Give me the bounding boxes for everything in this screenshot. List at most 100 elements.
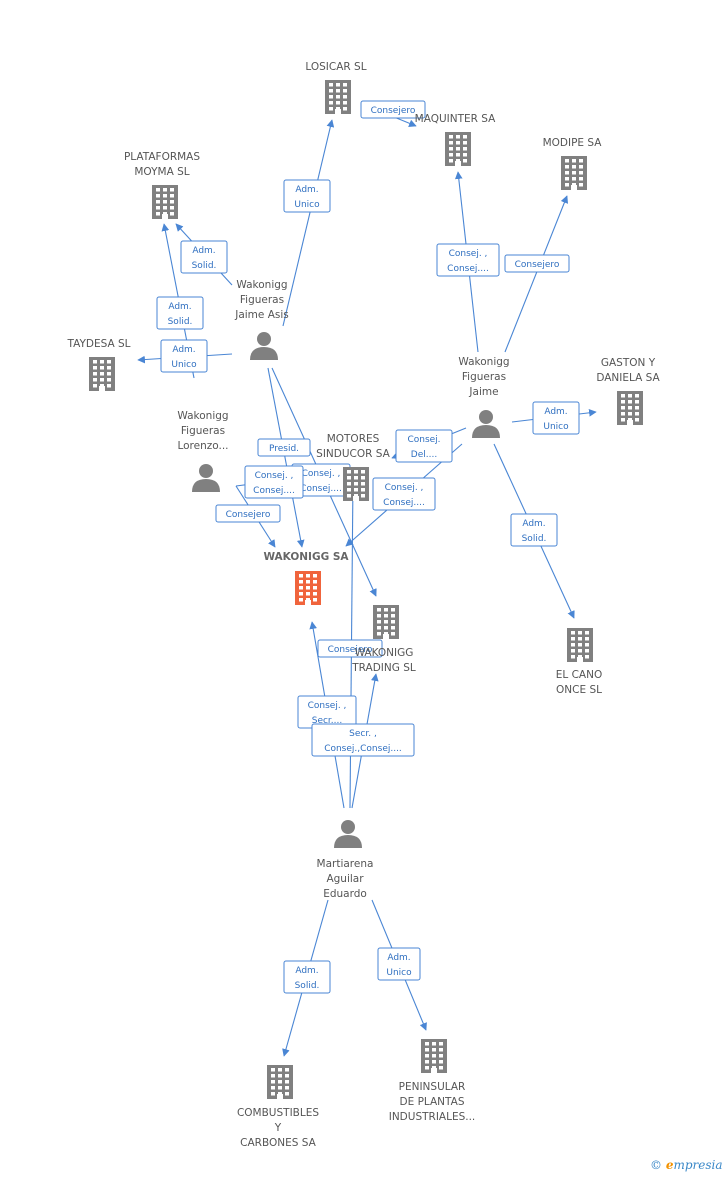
empresia-logo[interactable]: © empresia — [650, 1158, 723, 1172]
edge-label-box — [311, 723, 415, 757]
edge-label-text: Consejero — [226, 510, 271, 520]
edge-label-text: Consej. , — [449, 249, 488, 259]
building-icon[interactable] — [373, 605, 399, 639]
edge-label-box — [257, 438, 311, 457]
edge-label-box — [283, 960, 331, 994]
edge-label-box — [504, 254, 570, 273]
node-label: DE PLANTAS — [400, 1096, 465, 1108]
edge-label-p_eduardo-peninsular[interactable]: Adm.Unico — [377, 947, 421, 981]
node-wakonigg_sa[interactable]: WAKONIGG SA — [263, 551, 349, 605]
node-label: WAKONIGG SA — [263, 551, 349, 563]
node-label: CARBONES SA — [240, 1137, 316, 1149]
node-modipe[interactable]: MODIPE SA — [543, 137, 603, 190]
node-taydesa[interactable]: TAYDESA SL — [67, 338, 131, 391]
edge-label-p_jaime_asis-losicar[interactable]: Adm.Unico — [283, 179, 331, 213]
edge-label-box — [510, 513, 558, 547]
edge-label-box — [244, 465, 304, 499]
edge-label-text: Unico — [543, 422, 569, 432]
building-icon[interactable] — [295, 571, 321, 605]
edge-label-text: Solid. — [295, 981, 320, 991]
edge-label-box — [180, 240, 228, 274]
node-label: Y — [274, 1122, 282, 1134]
edge-label-p_eduardo-wakonigg_sa[interactable]: Consej. ,Secr.... — [297, 695, 357, 729]
edge-label-text: Solid. — [192, 261, 217, 271]
node-p_lorenzo[interactable]: WakoniggFiguerasLorenzo... — [177, 410, 229, 492]
edge-label-text: Unico — [386, 968, 412, 978]
node-label: Wakonigg — [236, 279, 287, 291]
node-maquinter[interactable]: MAQUINTER SA — [415, 113, 497, 166]
edge-label-text: Consej. — [407, 435, 440, 445]
node-label: Figueras — [181, 425, 225, 437]
node-combustibles[interactable]: COMBUSTIBLES Y CARBONES SA — [237, 1065, 319, 1149]
edge-label-text: Consejero — [371, 106, 416, 116]
brand-initial: e — [665, 1158, 674, 1172]
building-icon[interactable] — [343, 467, 369, 501]
building-icon[interactable] — [325, 80, 351, 114]
edge-label-text: Consej. , — [308, 701, 347, 711]
edge-label-box — [377, 947, 421, 981]
edge-label-p_eduardo-combustibles[interactable]: Adm.Solid. — [283, 960, 331, 994]
node-label: Aguilar — [326, 873, 364, 885]
edge-label-p_lorenzo-plataformas[interactable]: Adm.Solid. — [156, 296, 204, 330]
node-label: PENINSULAR — [399, 1081, 466, 1093]
node-label: LOSICAR SL — [305, 61, 366, 73]
node-label: SINDUCOR SA — [316, 448, 390, 460]
edge-label-p_lorenzo-wakonigg_sa[interactable]: Consejero — [215, 504, 281, 523]
edge-label-text: Consej. , — [255, 471, 294, 481]
building-icon[interactable] — [561, 156, 587, 190]
node-label: ONCE SL — [556, 684, 602, 696]
building-icon[interactable] — [152, 185, 178, 219]
building-icon[interactable] — [567, 628, 593, 662]
edge-label-text: Consej. , — [385, 483, 424, 493]
edge-p_jaime_asis-wakonigg_sa — [267, 367, 305, 548]
edge-label-p_jaime-motores[interactable]: Consej.Del.... — [395, 429, 453, 463]
edge-p_jaime_asis-losicar — [282, 119, 335, 327]
edge-label-p_jaime_asis-plataformas[interactable]: Adm.Solid. — [180, 240, 228, 274]
person-icon[interactable] — [472, 410, 500, 438]
edge-label-p_jaime-elcano[interactable]: Adm.Solid. — [510, 513, 558, 547]
edge-label-box — [317, 639, 383, 658]
person-icon[interactable] — [334, 820, 362, 848]
edge-label-text: Secr. , — [349, 729, 377, 739]
person-icon[interactable] — [192, 464, 220, 492]
node-losicar[interactable]: LOSICAR SL — [305, 61, 367, 114]
edge-label-text: Adm. — [168, 302, 191, 312]
edge-label-p_eduardo-trading[interactable]: Secr. , Consej.,Consej.... — [311, 723, 415, 757]
edge-label-p_jaime-wakonigg_sa[interactable]: Consej. ,Consej.... — [372, 477, 436, 511]
building-icon[interactable] — [421, 1039, 447, 1073]
edge-label-losicar-maquinter[interactable]: Consejero — [360, 100, 426, 119]
edge-label-p_lorenzo-motores[interactable]: Consej. ,Consej.... — [244, 465, 304, 499]
edge-label-text: Solid. — [522, 534, 547, 544]
edge-label-p_jaime_asis-taydesa[interactable]: Adm.Unico — [160, 339, 208, 373]
person-icon[interactable] — [250, 332, 278, 360]
edge-label-text: Consej.,Consej.... — [324, 744, 402, 754]
building-icon[interactable] — [445, 132, 471, 166]
edge-label-p_jaime-maquinter[interactable]: Consej. ,Consej.... — [436, 243, 500, 277]
edge-label-p_jaime-gaston[interactable]: Adm.Unico — [532, 401, 580, 435]
edge-label-p_jaime_asis-wakonigg_sa[interactable]: Presid. — [257, 438, 311, 457]
node-label: TRADING SL — [351, 662, 416, 674]
node-label: PLATAFORMAS — [124, 151, 200, 163]
edge-label-p_jaime-modipe[interactable]: Consejero — [504, 254, 570, 273]
node-label: INDUSTRIALES... — [389, 1111, 476, 1123]
node-peninsular[interactable]: PENINSULAR DE PLANTAS INDUSTRIALES... — [389, 1039, 476, 1123]
building-icon[interactable] — [617, 391, 643, 425]
edge-label-p_eduardo-motores[interactable]: Consejero — [317, 639, 383, 658]
building-icon[interactable] — [267, 1065, 293, 1099]
node-label: COMBUSTIBLES — [237, 1107, 319, 1119]
edge-label-text: Consej.... — [300, 484, 342, 494]
edge-label-box — [395, 429, 453, 463]
copyright-symbol: © — [650, 1158, 662, 1172]
node-label: Figueras — [462, 371, 506, 383]
edge-labels-layer: Adm.UnicoAdm.Solid.Adm.UnicoPresid.Conse… — [156, 100, 580, 994]
building-icon[interactable] — [89, 357, 115, 391]
